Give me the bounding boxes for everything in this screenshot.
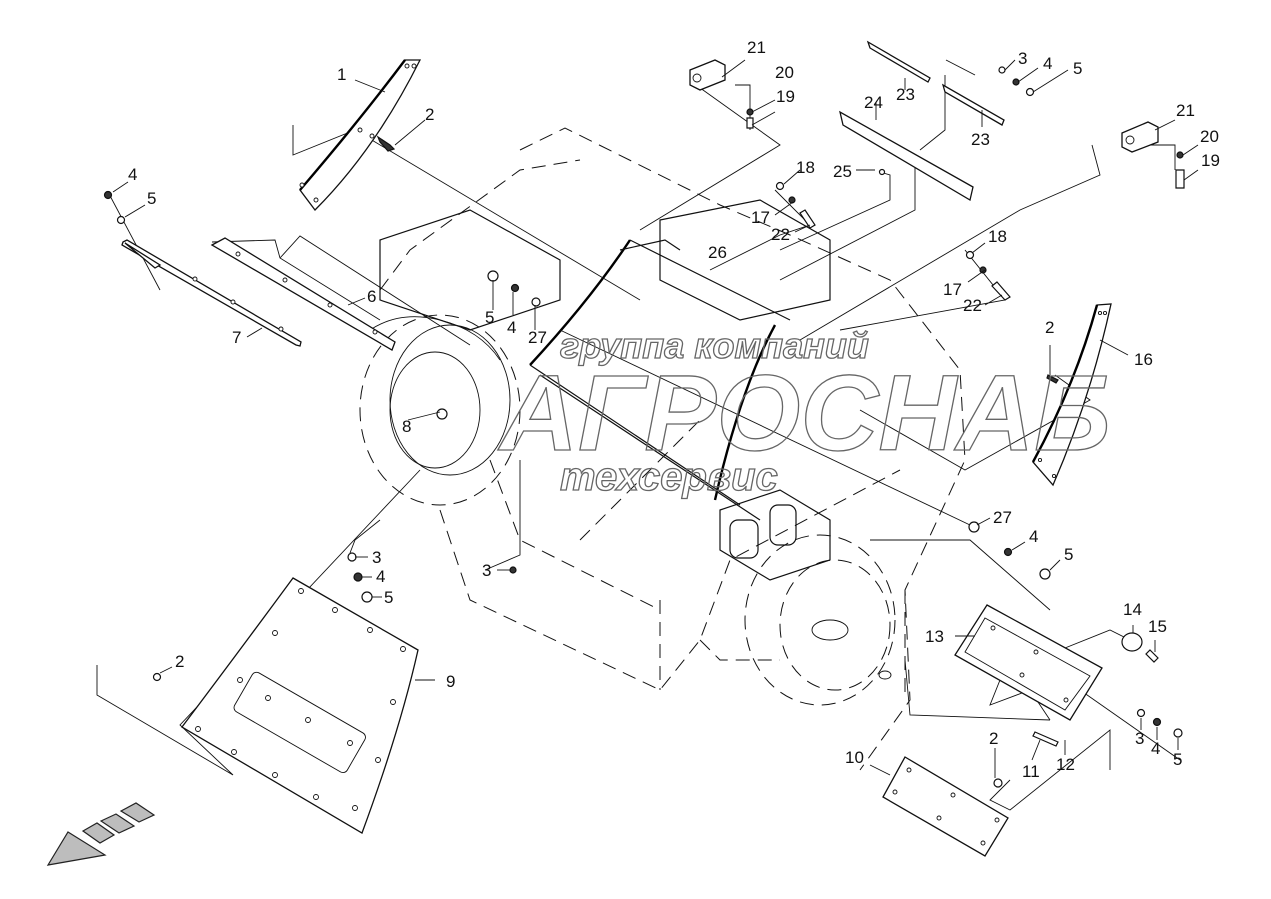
part-23-strip-a bbox=[866, 40, 931, 83]
callout-27: 27 bbox=[528, 328, 547, 347]
callout-15: 15 bbox=[1148, 617, 1167, 636]
callout-17: 17 bbox=[943, 280, 962, 299]
callout-26: 26 bbox=[708, 243, 727, 262]
callout-9: 9 bbox=[446, 672, 455, 691]
callout-23: 23 bbox=[971, 130, 990, 149]
part-1-curved-strip bbox=[299, 59, 422, 211]
callouts: 1 2 4 5 6 7 5 4 27 8 21 20 19 23 23 24 3… bbox=[128, 38, 1220, 781]
callout-5: 5 bbox=[147, 189, 156, 208]
callout-12: 12 bbox=[1056, 755, 1075, 774]
callout-19: 19 bbox=[1201, 151, 1220, 170]
callout-13: 13 bbox=[925, 627, 944, 646]
callout-4: 4 bbox=[1029, 527, 1038, 546]
callout-18: 18 bbox=[796, 158, 815, 177]
callout-2: 2 bbox=[425, 105, 434, 124]
callout-25: 25 bbox=[833, 162, 852, 181]
watermark-line2: АГРОСНАБ bbox=[497, 352, 1111, 473]
part-21-block-right bbox=[1121, 121, 1159, 153]
callout-21: 21 bbox=[1176, 101, 1195, 120]
part-16-curved-strip bbox=[1031, 303, 1112, 487]
chassis-body bbox=[359, 127, 966, 771]
watermark: группа компаний АГРОСНАБ техсервис bbox=[496, 324, 1111, 499]
callout-6: 6 bbox=[367, 287, 376, 306]
callout-23: 23 bbox=[896, 85, 915, 104]
callout-2: 2 bbox=[175, 652, 184, 671]
callout-22: 22 bbox=[963, 296, 982, 315]
part-26-center-panel bbox=[529, 239, 791, 521]
forward-direction-arrow-icon bbox=[46, 802, 156, 866]
callout-3: 3 bbox=[372, 548, 381, 567]
callout-4: 4 bbox=[376, 567, 385, 586]
callout-3: 3 bbox=[1135, 729, 1144, 748]
callout-19: 19 bbox=[776, 87, 795, 106]
part-13-frame bbox=[954, 604, 1103, 721]
part-10-plate bbox=[882, 756, 1009, 857]
callout-5: 5 bbox=[384, 588, 393, 607]
leader-lines bbox=[96, 59, 1181, 811]
callout-21: 21 bbox=[747, 38, 766, 57]
callout-22: 22 bbox=[771, 225, 790, 244]
callout-4: 4 bbox=[1151, 739, 1160, 758]
part-23-strip-b bbox=[941, 83, 1005, 126]
callout-24: 24 bbox=[864, 93, 883, 112]
part-7-long-strip bbox=[121, 239, 302, 347]
callout-5: 5 bbox=[1064, 545, 1073, 564]
part-21-block-left bbox=[689, 59, 726, 91]
callout-4: 4 bbox=[507, 318, 516, 337]
hardware bbox=[103, 66, 1185, 788]
callout-11: 11 bbox=[1022, 762, 1040, 781]
watermark-line3: техсервис bbox=[560, 455, 778, 499]
callout-1: 1 bbox=[337, 65, 346, 84]
callout-14: 14 bbox=[1123, 600, 1142, 619]
callout-10: 10 bbox=[845, 748, 864, 767]
callout-20: 20 bbox=[775, 63, 794, 82]
callout-20: 20 bbox=[1200, 127, 1219, 146]
callout-7: 7 bbox=[232, 328, 241, 347]
watermark-line1: группа компаний bbox=[560, 325, 869, 366]
callout-2: 2 bbox=[1045, 318, 1054, 337]
callout-16: 16 bbox=[1134, 350, 1153, 369]
callout-leaders bbox=[112, 59, 1199, 778]
callout-3: 3 bbox=[1018, 49, 1027, 68]
callout-2: 2 bbox=[989, 729, 998, 748]
callout-27: 27 bbox=[993, 508, 1012, 527]
callout-8: 8 bbox=[402, 417, 411, 436]
callout-3: 3 bbox=[482, 561, 491, 580]
callout-18: 18 bbox=[988, 227, 1007, 246]
callout-5: 5 bbox=[1173, 750, 1182, 769]
callout-17: 17 bbox=[751, 208, 770, 227]
callout-5: 5 bbox=[1073, 59, 1082, 78]
callout-5: 5 bbox=[485, 308, 494, 327]
part-9-large-panel bbox=[181, 577, 419, 834]
callout-4: 4 bbox=[1043, 54, 1052, 73]
part-24-strip bbox=[839, 110, 974, 202]
callout-4: 4 bbox=[128, 165, 137, 184]
part-6-long-strip bbox=[210, 237, 396, 351]
